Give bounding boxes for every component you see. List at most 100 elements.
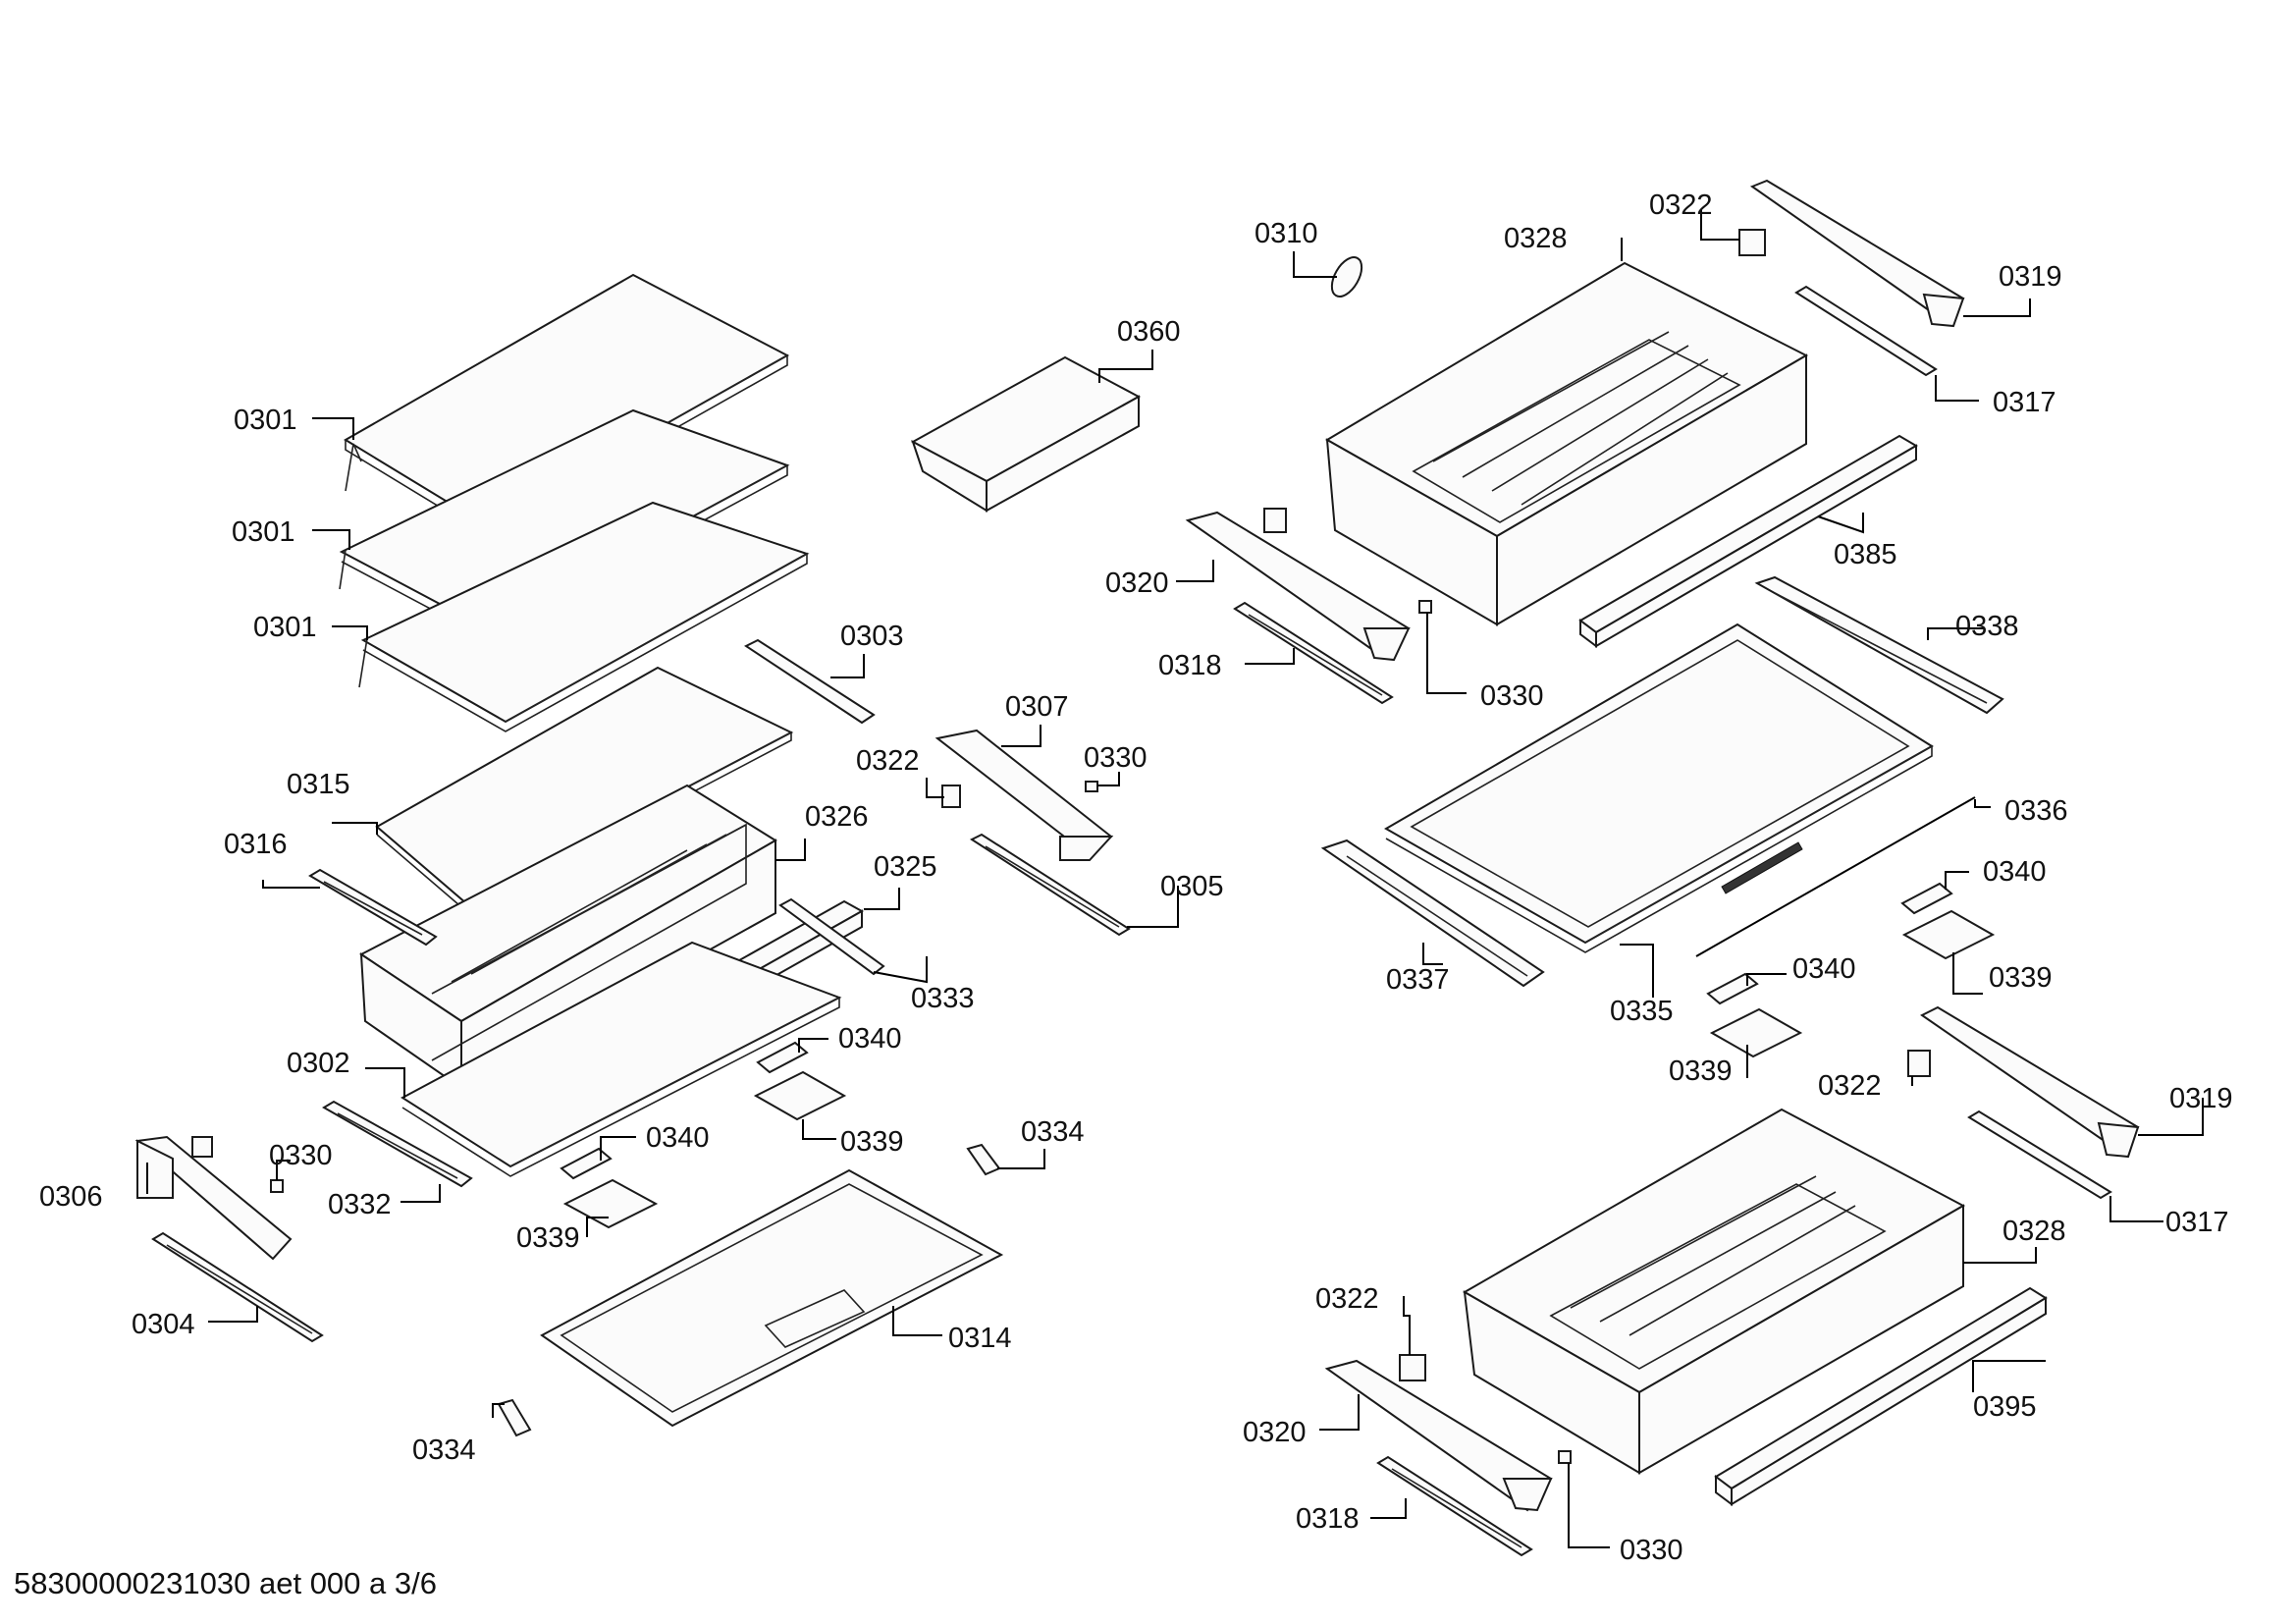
callout-0304: 0304 — [132, 1309, 195, 1340]
callout-0322-left: 0322 — [856, 745, 920, 777]
callout-0301-top: 0301 — [234, 405, 297, 436]
callout-0319-lower: 0319 — [2169, 1083, 2233, 1114]
callout-0328-upper: 0328 — [1504, 223, 1568, 254]
rail-0337 — [1320, 839, 1545, 988]
callout-0320-upper: 0320 — [1105, 568, 1169, 599]
callout-0318-lower: 0318 — [1296, 1503, 1360, 1535]
bracket-0307 — [934, 729, 1114, 861]
callout-0330-left: 0330 — [269, 1140, 333, 1171]
slide-0318-lower — [1376, 1455, 1533, 1557]
ring-0310 — [1330, 256, 1363, 298]
callout-0395: 0395 — [1973, 1391, 2037, 1423]
callout-0330-upper: 0330 — [1480, 680, 1544, 712]
callout-0334-right: 0334 — [1021, 1116, 1085, 1148]
callout-0317-lower: 0317 — [2165, 1207, 2229, 1238]
callout-0332: 0332 — [328, 1189, 392, 1220]
callout-0305: 0305 — [1160, 871, 1224, 902]
clip-0322-bracket-lower — [1399, 1354, 1426, 1381]
callout-0339-c: 0339 — [1989, 962, 2053, 994]
callout-0301-middle: 0301 — [232, 516, 295, 548]
drawer-bottom-tray — [400, 941, 842, 1177]
callout-0320-lower: 0320 — [1243, 1417, 1307, 1448]
document-reference-footer: 58300000231030 aet 000 a 3/6 — [14, 1566, 437, 1600]
callout-0340-d: 0340 — [1792, 953, 1856, 985]
callout-0333: 0333 — [911, 983, 975, 1014]
callout-0314: 0314 — [948, 1323, 1012, 1354]
drawer-0328-lower — [1462, 1108, 1966, 1475]
rail-0332 — [322, 1100, 473, 1188]
bracket-0320-lower — [1324, 1359, 1553, 1512]
callout-0319-upper: 0319 — [1999, 261, 2062, 293]
callout-0360: 0360 — [1117, 316, 1181, 348]
callout-0330-top: 0330 — [1084, 742, 1148, 774]
callout-0318-upper: 0318 — [1158, 650, 1222, 681]
slide-rail-0304 — [151, 1231, 324, 1343]
callout-0307: 0307 — [1005, 691, 1069, 723]
cover-strip-0395 — [1714, 1286, 2048, 1506]
handle-0334-right — [966, 1143, 1001, 1176]
callout-0338: 0338 — [1955, 611, 2019, 642]
callout-0330-lower: 0330 — [1620, 1535, 1683, 1566]
screw-0330-top — [1085, 781, 1098, 792]
drawer-0328-upper — [1325, 261, 1809, 626]
callout-0328-lower: 0328 — [2002, 1216, 2066, 1247]
callout-0334-bottom: 0334 — [412, 1435, 476, 1466]
glass-shelf-lower — [358, 501, 810, 732]
callout-0339-b: 0339 — [516, 1222, 580, 1254]
base-frame-0314 — [540, 1168, 1004, 1428]
profile-0319-upper — [1749, 179, 1965, 328]
clip-0322-lower — [1907, 1050, 1931, 1077]
callout-0339-d: 0339 — [1669, 1056, 1733, 1087]
cover-strip-0385 — [1578, 434, 1918, 648]
callout-0322-upper: 0322 — [1649, 189, 1713, 221]
screw-0330-upper — [1418, 600, 1432, 614]
callout-0337: 0337 — [1386, 964, 1450, 996]
leader-lines — [146, 210, 2204, 1548]
rail-0338 — [1754, 575, 2004, 715]
diffuser-0339-c — [1901, 909, 1996, 960]
callout-0340-a: 0340 — [838, 1023, 902, 1055]
callout-0302: 0302 — [287, 1048, 350, 1079]
seal-pad-0340-a — [756, 1041, 809, 1074]
slide-0317-lower — [1967, 1110, 2112, 1200]
slide-0317-upper — [1794, 285, 1938, 377]
callout-0339-a: 0339 — [840, 1126, 904, 1158]
clip-0322-bracket-upper — [1263, 508, 1287, 533]
rod-0336 — [1695, 796, 1976, 957]
callout-0301-lower: 0301 — [253, 612, 317, 643]
diffuser-0339-a — [753, 1070, 847, 1121]
callout-0316: 0316 — [224, 829, 288, 860]
callout-0336: 0336 — [2004, 795, 2068, 827]
callout-0310: 0310 — [1255, 218, 1318, 249]
callout-0317-upper: 0317 — [1993, 387, 2056, 418]
slide-rail-0305 — [969, 833, 1131, 937]
seal-pad-0340-c — [1900, 882, 1953, 915]
callout-0335: 0335 — [1610, 996, 1674, 1027]
slide-0318-upper — [1233, 601, 1394, 705]
diffuser-0339-d — [1709, 1007, 1803, 1058]
rail-0333 — [778, 897, 885, 976]
callout-0340-b: 0340 — [646, 1122, 710, 1154]
callout-0385: 0385 — [1834, 539, 1897, 570]
callout-0303: 0303 — [840, 621, 904, 652]
callout-0326: 0326 — [805, 801, 869, 833]
rail-0316 — [308, 868, 438, 947]
callout-0325: 0325 — [874, 851, 937, 883]
callout-0306: 0306 — [39, 1181, 103, 1213]
bracket-0320-upper — [1185, 511, 1411, 662]
callout-labels: 0301 0301 0301 0360 0303 0307 0322 0330 … — [39, 189, 2233, 1566]
seal-pad-0340-d — [1706, 972, 1759, 1005]
callout-0322-bracket-lower: 0322 — [1315, 1283, 1379, 1315]
profile-0319-lower — [1920, 1005, 2140, 1159]
callout-0322-lower: 0322 — [1818, 1070, 1882, 1102]
clip-0322-upper — [1738, 229, 1766, 256]
rail-0303 — [744, 638, 876, 725]
handle-0334-bottom — [497, 1398, 532, 1437]
screw-0330-lower — [1558, 1450, 1572, 1464]
callout-0340-c: 0340 — [1983, 856, 2047, 888]
screw-0330-left — [270, 1179, 284, 1193]
seal-pad-0340-b — [560, 1147, 613, 1180]
storage-box-0360 — [910, 355, 1142, 513]
glass-shelf-0335 — [1383, 623, 1934, 953]
diffuser-0339-b — [562, 1178, 659, 1229]
